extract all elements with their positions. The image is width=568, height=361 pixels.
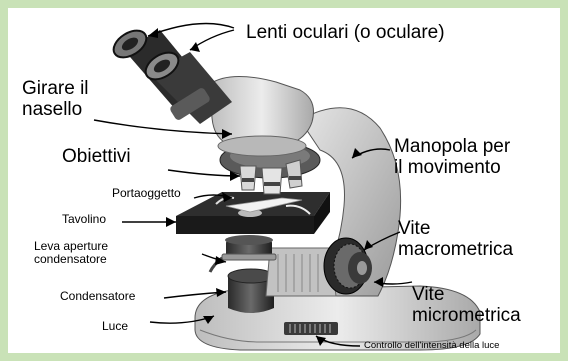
label-stage: Tavolino (62, 213, 106, 226)
label-fine-adjustment: Vite micrometrica (412, 284, 521, 327)
label-objectives: Obiettivi (62, 146, 131, 167)
microscope-head (210, 76, 314, 156)
label-light-intensity: Controllo dell'intensità della luce (364, 341, 499, 352)
label-condenser-aperture: Leva aperture condensatore (34, 240, 108, 267)
stage-platform (176, 192, 330, 234)
label-condenser: Condensatore (60, 290, 135, 303)
condenser (222, 235, 276, 260)
light-intensity-dial (284, 322, 338, 335)
label-movement-knob: Manopola per il movimento (394, 136, 510, 179)
label-eyepieces: Lenti oculari (o oculare) (246, 22, 445, 43)
label-nosepiece: Girare il nasello (22, 78, 89, 121)
label-light: Luce (102, 320, 128, 333)
label-coarse-adjustment: Vite macrometrica (398, 218, 513, 261)
eyepiece-tubes (109, 25, 232, 124)
label-slide-holder: Portaoggetto (112, 187, 181, 200)
